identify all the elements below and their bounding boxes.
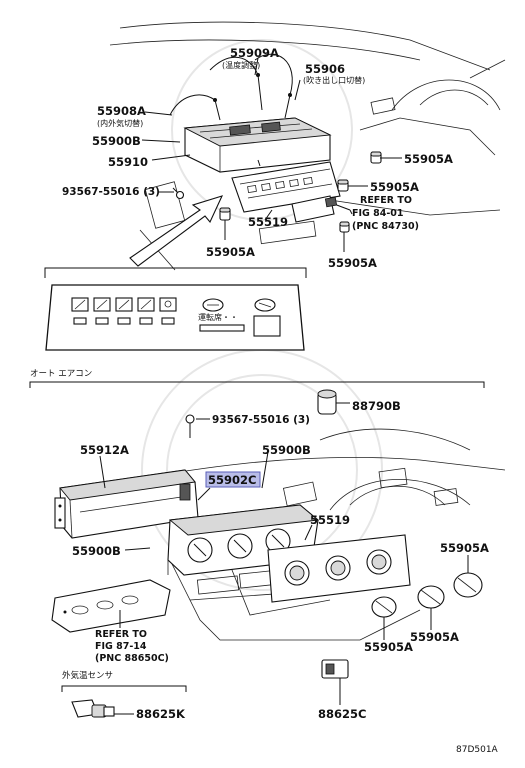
callout-93567-top: 93567-55016 (3) [62,186,160,198]
bottom-diagram: 88790B 93567-55016 (3) 55912A 55900B 559… [51,389,506,721]
refer-84-line2: FIG 84-01 [352,208,404,219]
sensor-section: 外気温センサ 88625K [61,670,187,721]
panel-inset: 運転席・・ [44,267,307,351]
arrow-pointer [129,195,224,267]
callout-93567-bottom: 93567-55016 (3) [212,414,310,426]
callout-55905A-3: 55905A [206,245,255,259]
callout-55908A: 55908A [97,104,146,118]
panel-right-cluster: 運転席・・ [198,298,281,337]
sensor-88625C [321,659,349,705]
knob-cap-4 [339,221,350,233]
callout-55905A-6: 55905A [364,640,413,654]
refer-84-line1: REFER TO [360,195,412,206]
section-label-sensor: 外気温センサ [62,670,113,681]
callout-55905A-7: 55905A [410,630,459,644]
figure-id: 87D501A [456,745,499,755]
control-module-55912A [54,469,199,539]
control-assembly-top [183,117,332,173]
callout-55906-note: (吹き出し口切替) [303,75,365,85]
screw-bottom [185,414,210,438]
screw-top [172,187,185,200]
face-panel-bottom [267,534,411,603]
bracket-plate [51,579,171,633]
callout-55909A: 55909A [230,46,279,60]
callout-55905A-5: 55905A [440,541,489,555]
refer-87-line3: (PNC 88650C) [95,653,169,664]
callout-55900B-low: 55900B [72,544,121,558]
section-bracket-auto [29,381,485,388]
callout-55912A: 55912A [80,443,129,457]
callout-55905A-2: 55905A [370,180,419,194]
connector-top [291,195,351,223]
highlight-55902C [205,471,261,488]
callout-55905A-4: 55905A [328,256,377,270]
refer-84-line3: (PNC 84730) [352,221,419,232]
knob-55905A-large-1 [453,572,483,598]
knob-cap-1 [370,151,382,164]
panel-button-row [71,297,177,325]
callout-55905A-1: 55905A [404,152,453,166]
callout-55902C: 55902C [208,473,256,487]
section-label-auto-ac: オート エアコン [30,369,92,379]
callout-55519-top: 55519 [248,215,288,229]
callout-88790B: 88790B [352,399,401,413]
callout-55909A-note: (温度調整) [222,60,260,70]
knob-cap-2 [337,179,349,192]
knob-55905A-large-3 [417,585,445,609]
callout-88625K: 88625K [136,707,186,721]
callout-55910: 55910 [108,155,148,169]
refer-87-line1: REFER TO [95,629,147,640]
knob-cap-3 [219,207,231,221]
callout-55900B-top: 55900B [92,134,141,148]
top-diagram: 55909A (温度調整) 55906 (吹き出し口切替) 55908A (内外… [62,21,506,271]
callout-55908A-note: (内外気切替) [97,118,143,128]
sensor-88625K [71,699,115,718]
knob-88790B [317,389,350,415]
knob-55905A-large-2 [371,596,397,618]
callout-55519-bottom: 55519 [310,513,350,527]
callout-55900B-mid: 55900B [262,443,311,457]
refer-87-line2: FIG 87-14 [95,641,147,652]
panel-driver-label: 運転席・・ [198,312,238,322]
callout-88625C: 88625C [318,707,366,721]
callout-55906: 55906 [305,62,345,76]
